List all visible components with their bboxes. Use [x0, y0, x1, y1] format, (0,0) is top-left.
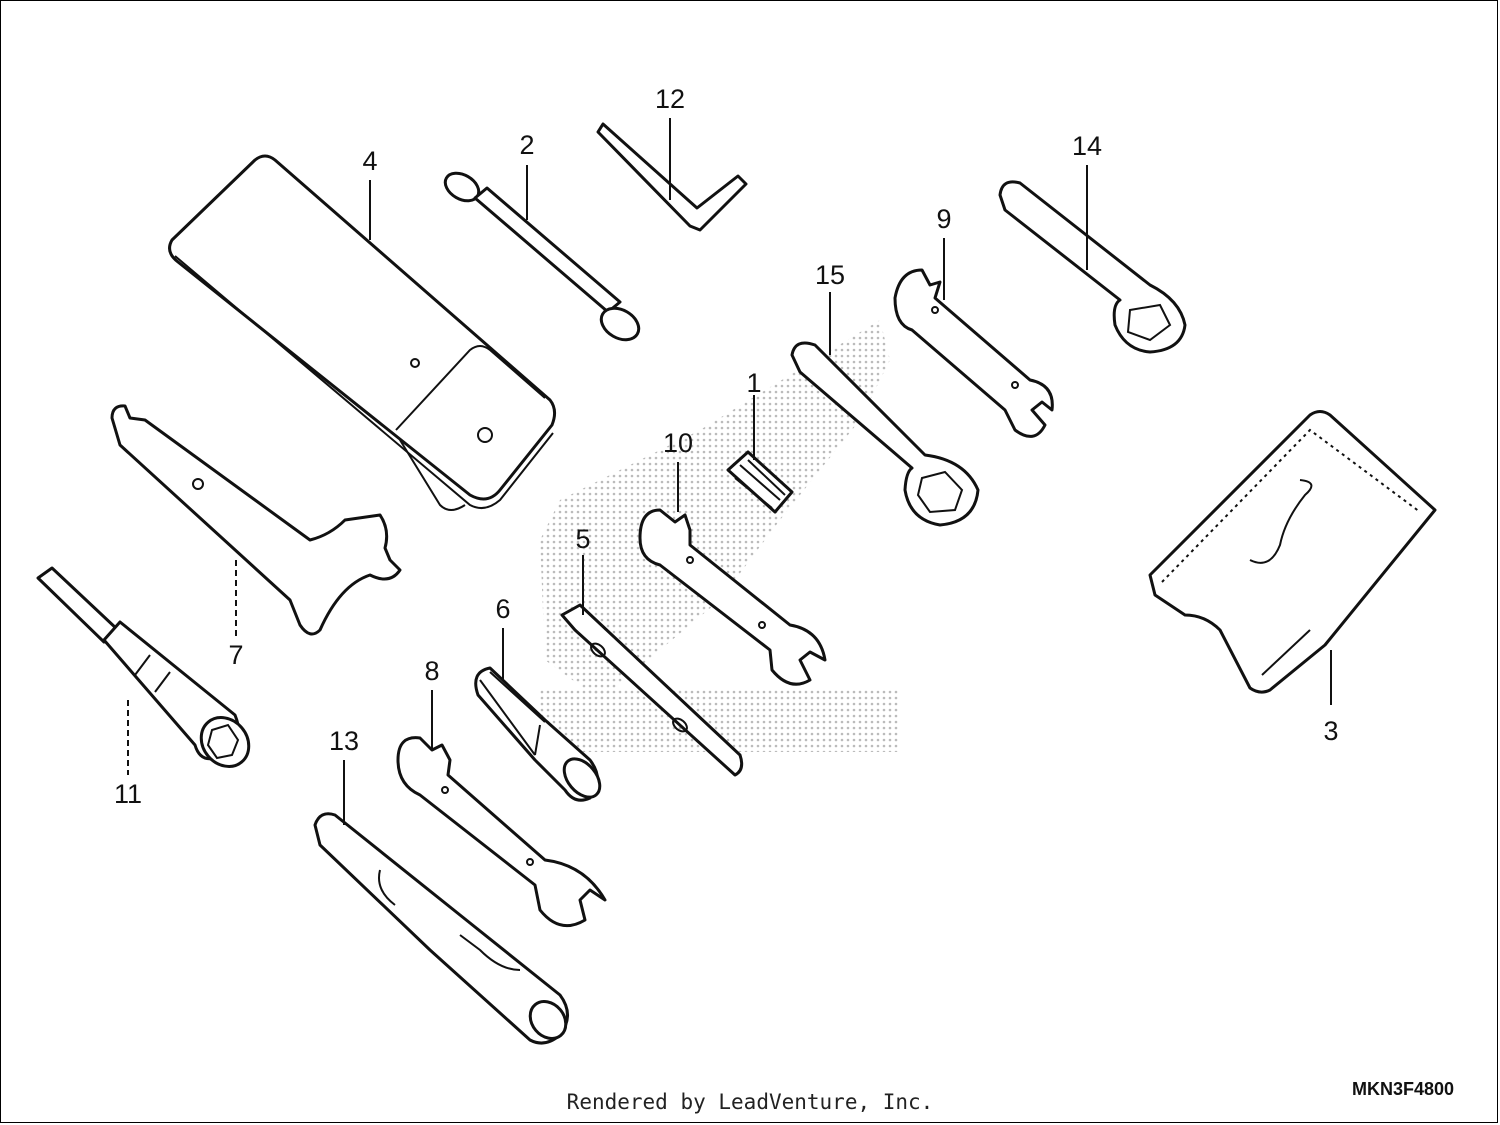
extension-handle[interactable] — [313, 812, 573, 1046]
tool-pouch[interactable] — [1148, 410, 1437, 694]
screwdriver-handle[interactable] — [474, 666, 607, 804]
callout-4[interactable]: 4 — [362, 146, 377, 176]
callout-5[interactable]: 5 — [575, 524, 590, 554]
callout-6[interactable]: 6 — [495, 594, 510, 624]
callout-2[interactable]: 2 — [519, 130, 534, 160]
leader-lines — [127, 118, 1332, 825]
callout-15[interactable]: 15 — [815, 260, 845, 290]
callout-12[interactable]: 12 — [655, 84, 685, 114]
open-end-wrench-8[interactable] — [396, 736, 607, 928]
callout-11[interactable]: 11 — [114, 779, 142, 809]
plug-wrench[interactable] — [36, 566, 259, 776]
tool-bag[interactable] — [168, 154, 557, 511]
footer-credit: Rendered by LeadVenture, Inc. — [566, 1090, 934, 1114]
callout-3[interactable]: 3 — [1323, 716, 1338, 746]
callout-9[interactable]: 9 — [936, 204, 951, 234]
ring-spanner[interactable] — [998, 180, 1187, 354]
callout-1[interactable]: 1 — [746, 368, 761, 398]
callout-8[interactable]: 8 — [424, 656, 439, 686]
callout-numbers: 1 2 3 4 5 6 7 8 9 10 11 12 13 14 15 — [114, 84, 1339, 809]
screwdriver-bit[interactable] — [560, 603, 744, 777]
ring-wrench[interactable] — [790, 341, 980, 527]
drawing-code: MKN3F4800 — [1352, 1079, 1454, 1099]
box-wrench[interactable] — [440, 168, 644, 347]
hex-key[interactable] — [596, 122, 748, 232]
callout-10[interactable]: 10 — [663, 428, 693, 458]
open-end-wrench-9[interactable] — [893, 268, 1054, 438]
callout-14[interactable]: 14 — [1072, 131, 1102, 161]
clip-part[interactable] — [726, 450, 794, 514]
callout-7[interactable]: 7 — [228, 640, 243, 670]
open-end-wrench-10[interactable] — [638, 508, 827, 686]
callout-13[interactable]: 13 — [329, 726, 359, 756]
pin-spanner[interactable] — [110, 404, 402, 636]
